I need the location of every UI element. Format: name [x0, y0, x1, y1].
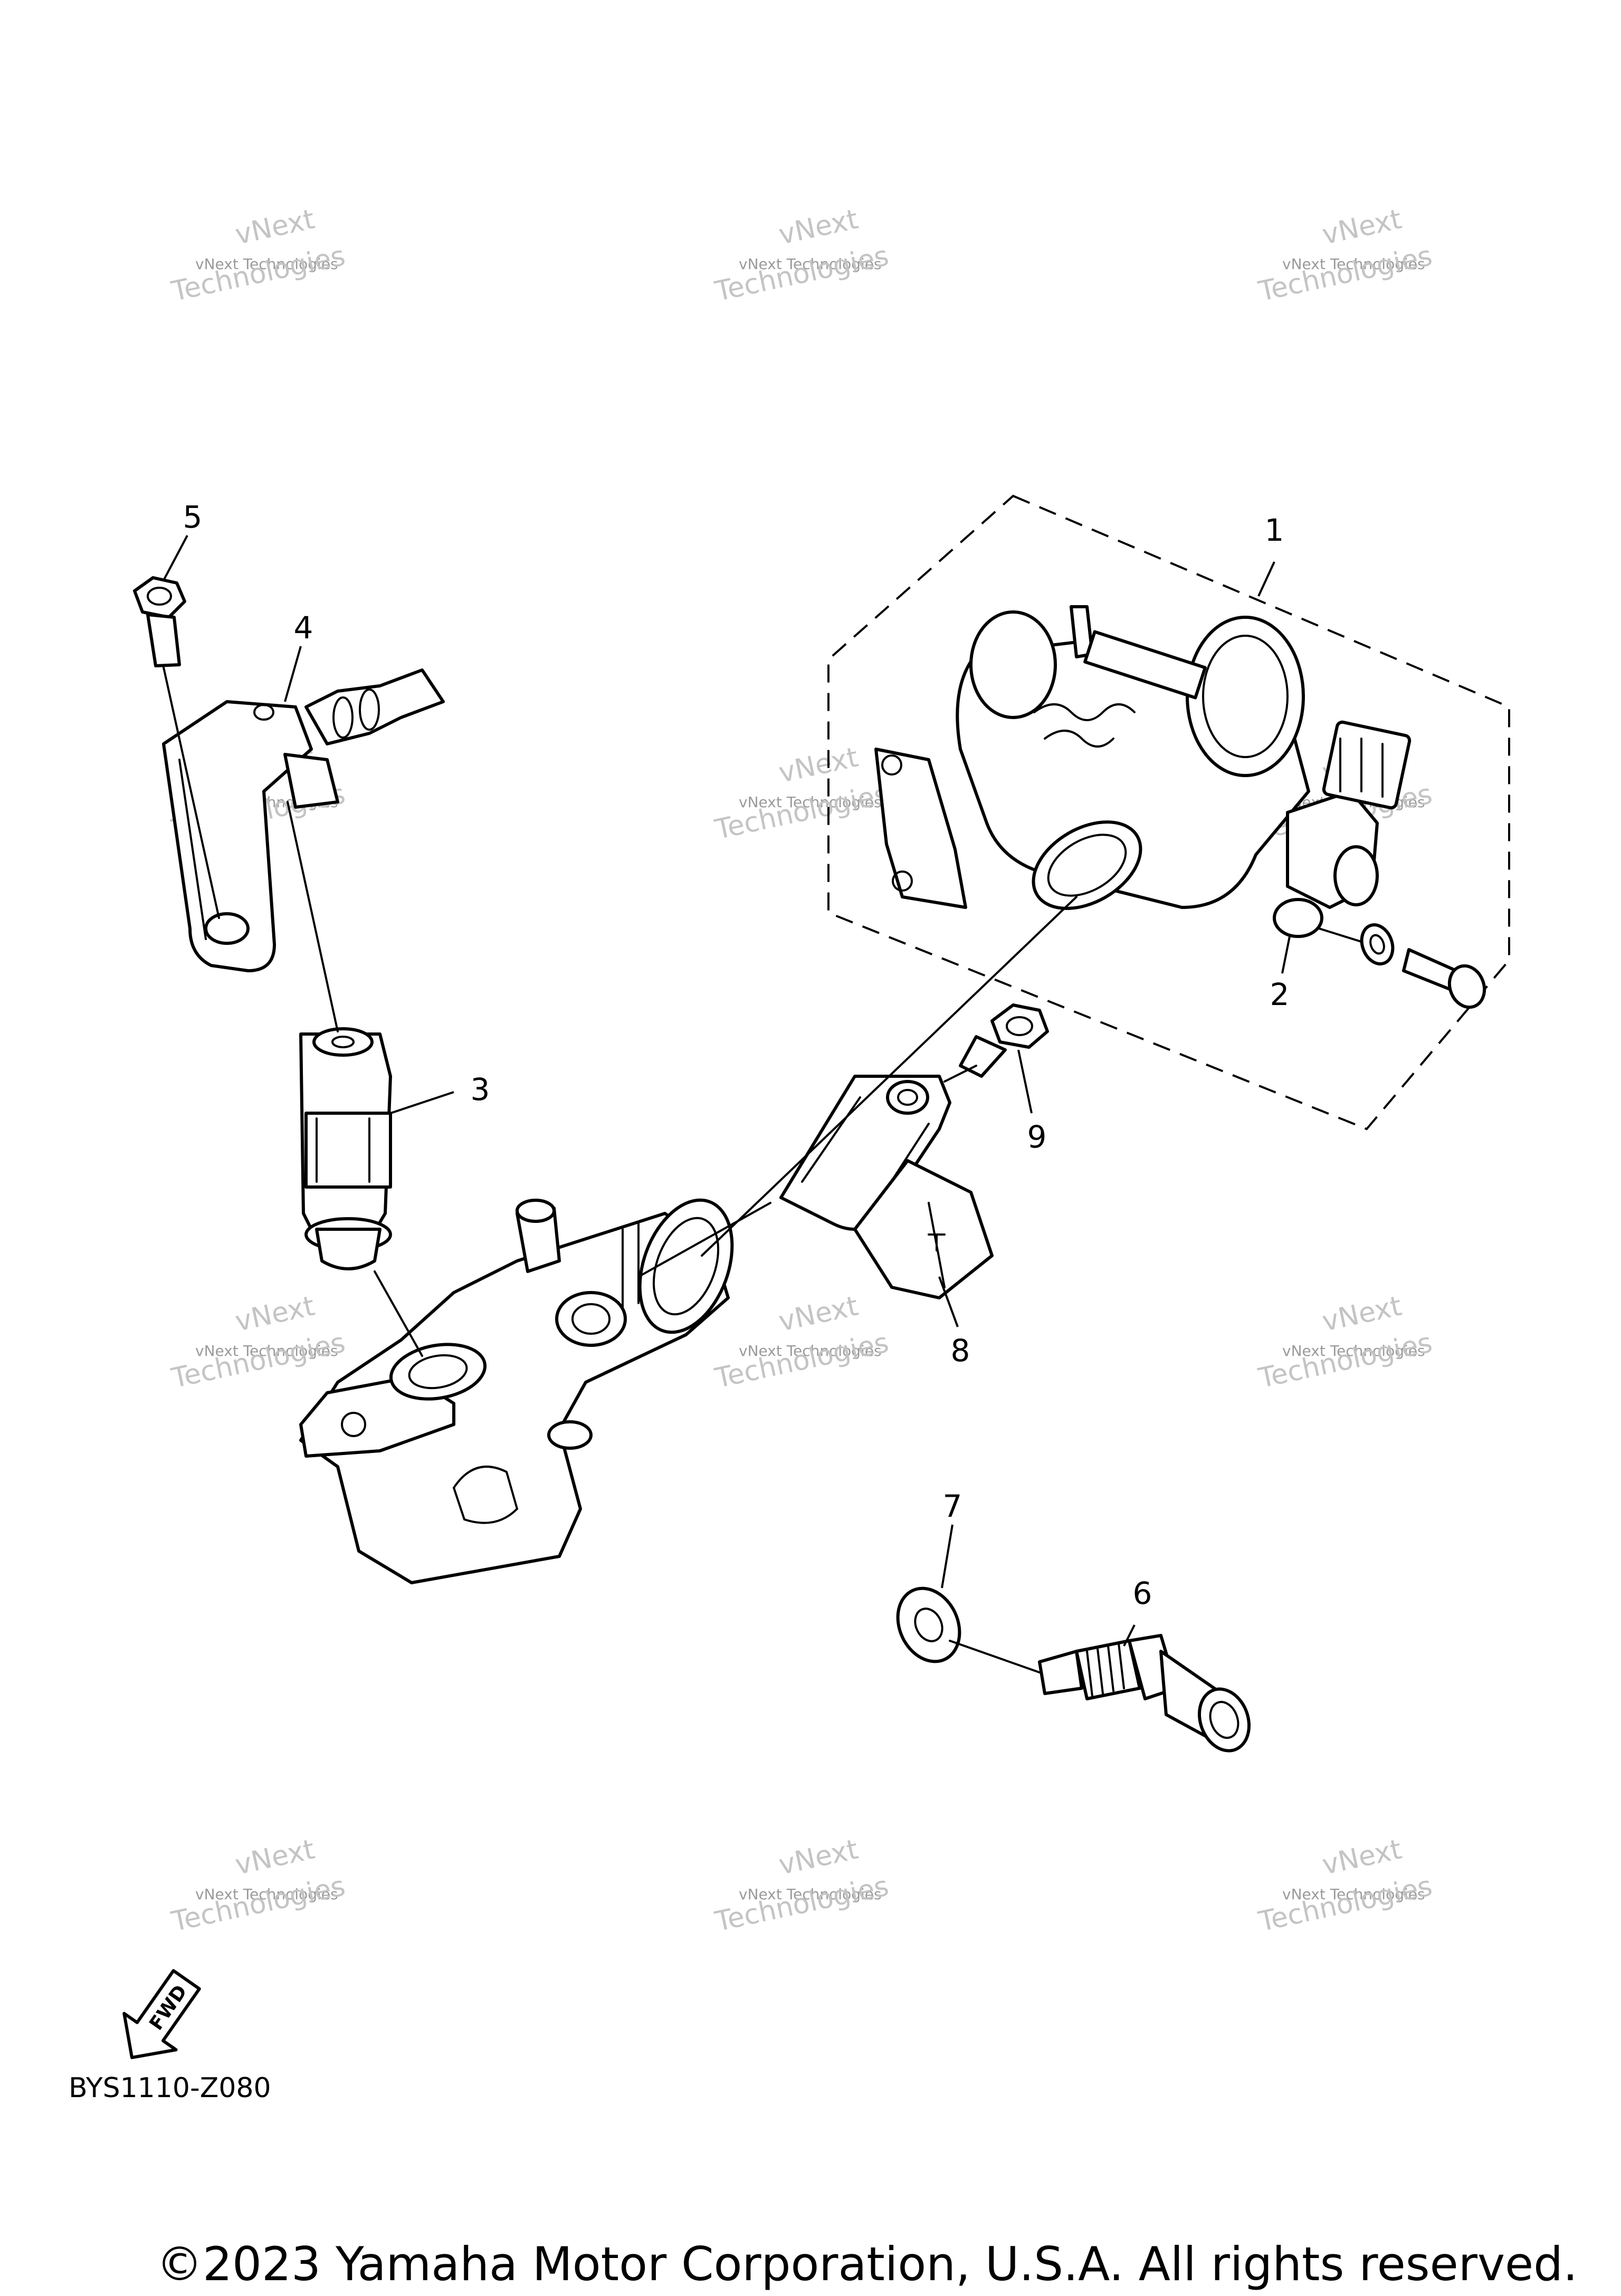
- svg-text:vNext Technologies: vNext Technologies: [1282, 1342, 1425, 1360]
- svg-text:vNext Technologies: vNext Technologies: [739, 255, 882, 273]
- intake-manifold: [299, 1198, 734, 1584]
- leader-lines: [163, 535, 1291, 1647]
- callout-6: 6: [1133, 1575, 1152, 1611]
- washer-and-screw: [1318, 923, 1486, 1009]
- callout-8: 8: [951, 1333, 970, 1369]
- svg-text:vNext Technologies: vNext Technologies: [195, 1886, 338, 1903]
- callout-2: 2: [1270, 977, 1290, 1012]
- svg-text:Technologies: Technologies: [168, 240, 348, 308]
- callout-9: 9: [1027, 1119, 1047, 1155]
- intake-pressure-sensor: [779, 1075, 994, 1299]
- svg-text:vNext: vNext: [233, 204, 318, 251]
- callouts: 1 2 3 4 5 6 7 8 9: [183, 499, 1290, 1611]
- watermark: vNext Technologies Technologies vNext: [168, 204, 348, 308]
- callout-1: 1: [1265, 512, 1284, 548]
- svg-text:vNext: vNext: [233, 1290, 318, 1338]
- svg-text:vNext: vNext: [776, 1290, 861, 1338]
- callout-3: 3: [471, 1072, 490, 1107]
- svg-text:vNext: vNext: [776, 742, 861, 789]
- svg-text:vNext: vNext: [1320, 204, 1405, 251]
- drawing-code: BYS1110-Z080: [69, 2072, 271, 2104]
- svg-text:Technologies: Technologies: [712, 1327, 891, 1394]
- svg-text:vNext Technologies: vNext Technologies: [739, 793, 882, 811]
- callout-7: 7: [943, 1488, 962, 1524]
- assembly-lines: [163, 666, 1078, 1673]
- svg-text:vNext: vNext: [776, 204, 861, 251]
- callout-4: 4: [294, 610, 313, 646]
- watermark: vNext Technologies Technologies vNext: [1255, 1290, 1435, 1395]
- watermark: vNext Technologies Technologies vNext: [168, 1290, 348, 1395]
- svg-text:vNext: vNext: [1320, 1834, 1405, 1881]
- svg-text:vNext Technologies: vNext Technologies: [1282, 255, 1425, 273]
- watermark: vNext Technologies Technologies vNext: [712, 1834, 891, 1938]
- svg-text:vNext: vNext: [776, 1834, 861, 1881]
- watermark: vNext Technologies Technologies vNext: [168, 1834, 348, 1938]
- bolt-9: [959, 1003, 1049, 1078]
- temperature-sensor: [1038, 1634, 1251, 1753]
- copyright-notice: ©2023 Yamaha Motor Corporation, U.S.A. A…: [156, 2237, 1578, 2291]
- throttle-body: [874, 605, 1412, 938]
- svg-text:Technologies: Technologies: [1255, 1870, 1435, 1938]
- svg-text:vNext Technologies: vNext Technologies: [195, 1342, 338, 1360]
- watermark: vNext Technologies Technologies vNext: [712, 1290, 891, 1395]
- watermark: vNext Technologies Technologies vNext: [1255, 204, 1435, 308]
- fwd-arrow-icon: FWD: [122, 1969, 201, 2059]
- svg-text:vNext Technologies: vNext Technologies: [739, 1342, 882, 1360]
- svg-text:Technologies: Technologies: [168, 1870, 348, 1938]
- callout-5: 5: [183, 499, 203, 535]
- watermark: vNext Technologies Technologies vNext: [712, 742, 891, 846]
- watermark: vNext Technologies Technologies vNext: [712, 204, 891, 308]
- svg-text:Technologies: Technologies: [712, 240, 891, 308]
- svg-text:vNext Technologies: vNext Technologies: [195, 255, 338, 273]
- svg-text:vNext: vNext: [233, 1834, 318, 1881]
- svg-text:Technologies: Technologies: [1255, 240, 1435, 308]
- bolt-5: [133, 576, 186, 667]
- svg-text:vNext Technologies: vNext Technologies: [1282, 1886, 1425, 1903]
- svg-text:vNext: vNext: [1320, 1290, 1405, 1338]
- svg-text:Technologies: Technologies: [1255, 1327, 1435, 1394]
- svg-text:Technologies: Technologies: [712, 1870, 891, 1938]
- svg-text:vNext Technologies: vNext Technologies: [739, 1886, 882, 1903]
- assembly-boundary: [827, 494, 1510, 1131]
- fuel-injector: [299, 1027, 392, 1270]
- svg-text:Technologies: Technologies: [168, 1327, 348, 1394]
- watermark: vNext Technologies Technologies vNext: [1255, 1834, 1435, 1938]
- gasket: [896, 1586, 961, 1663]
- svg-text:Technologies: Technologies: [712, 778, 891, 846]
- fuel-delivery-pipe: [162, 668, 445, 972]
